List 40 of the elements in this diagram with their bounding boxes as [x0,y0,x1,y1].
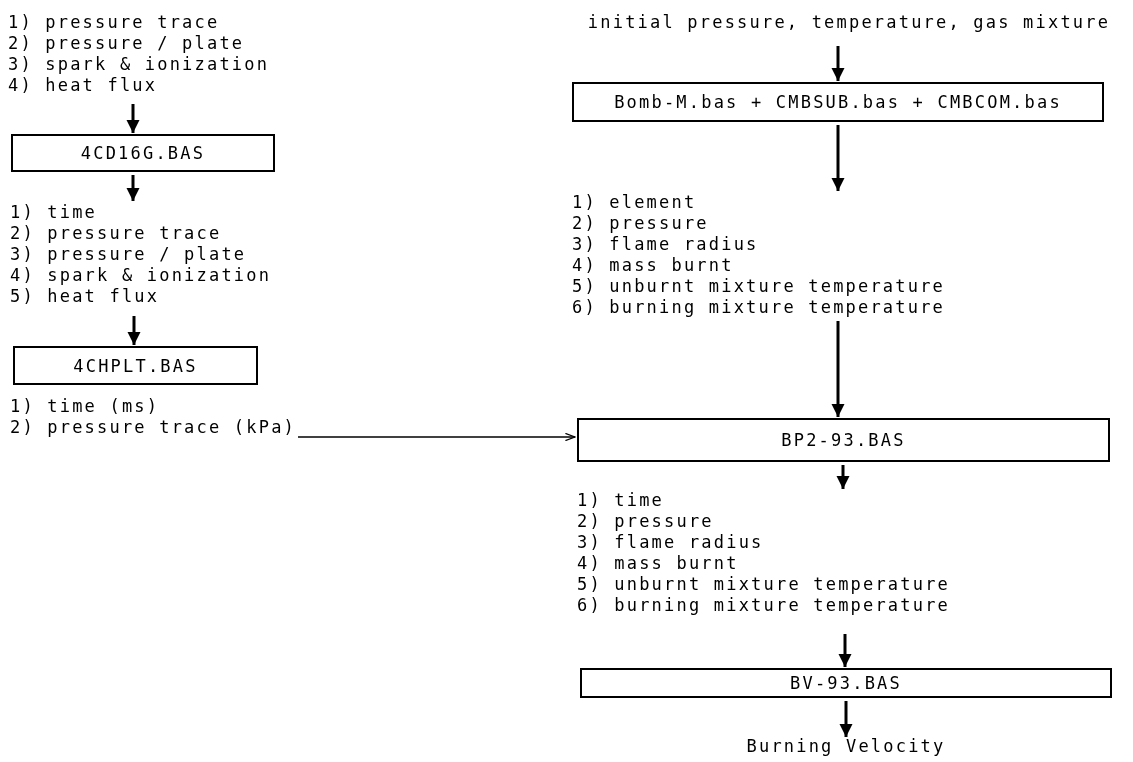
arrow [831,321,845,417]
program-box: 4CHPLT.BAS [13,346,258,385]
list-item: 1) element [572,192,697,213]
list-item: 5) unburnt mixture temperature [577,574,951,595]
list-item: 2) pressure trace (kPa) [10,417,296,438]
list-item: 1) time [577,490,665,511]
program-box: BP2-93.BAS [577,418,1110,462]
list-item: 1) time [10,202,98,223]
arrow [831,46,845,81]
program-box: Bomb-M.bas + CMBSUB.bas + CMBCOM.bas [572,82,1104,122]
list-item: 2) pressure trace [10,223,222,244]
list-item: 5) heat flux [10,286,160,307]
arrow [126,175,140,201]
arrow [831,125,845,191]
arrow [127,316,141,345]
list-item: 4) mass burnt [577,553,739,574]
program-box: 4CD16G.BAS [11,134,275,172]
program-box: BV-93.BAS [580,668,1112,698]
arrow [297,432,576,442]
flow-label: Burning Velocity [746,736,946,760]
list-item: 1) time (ms) [10,396,160,417]
list-item: 6) burning mixture temperature [572,297,946,318]
list-item: 4) mass burnt [572,255,734,276]
list-item: 3) spark & ionization [8,54,270,75]
list-item: 5) unburnt mixture temperature [572,276,946,297]
list-item: 6) burning mixture temperature [577,595,951,616]
list-item: 2) pressure [572,213,709,234]
list-item: 3) flame radius [577,532,764,553]
list-item: 1) pressure trace [8,12,220,33]
list-item: 2) pressure [577,511,714,532]
list-item: 4) spark & ionization [10,265,272,286]
arrow [838,634,852,667]
list-item: 3) pressure / plate [10,244,247,265]
list-item: 2) pressure / plate [8,33,245,54]
flow-label: initial pressure, temperature, gas mixture [565,12,1133,36]
list-item: 3) flame radius [572,234,759,255]
list-item: 4) heat flux [8,75,158,96]
arrow [839,701,853,737]
arrow [836,465,850,489]
arrow [126,104,140,133]
